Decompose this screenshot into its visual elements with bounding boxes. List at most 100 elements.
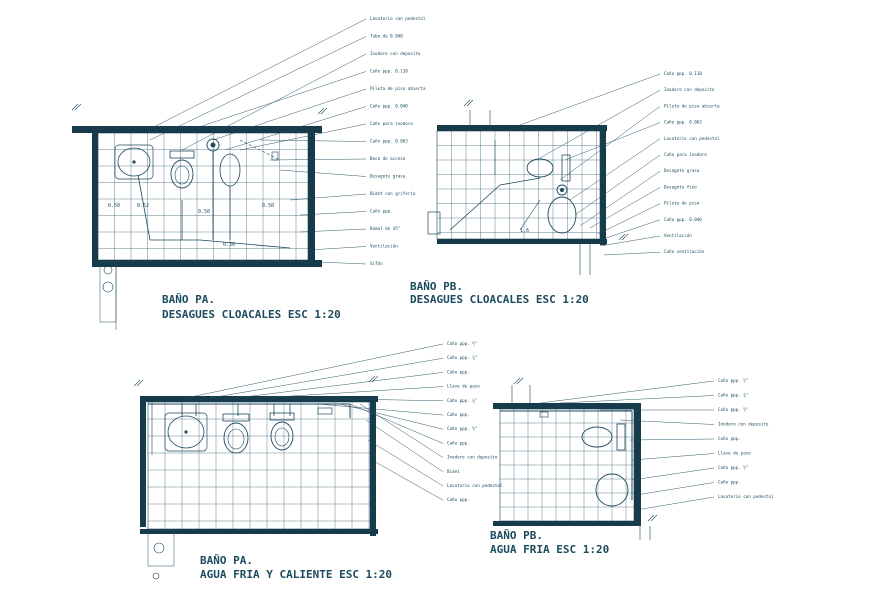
- toilet: [222, 413, 250, 454]
- break-line: [133, 379, 141, 387]
- annotation-notes: Lavatorio con pedestal Tubo de 0.040Inodo…: [147, 16, 774, 511]
- leader-line: [519, 73, 661, 126]
- toilet-tank: [561, 154, 571, 182]
- subtitle-pb-agua: AGUA FRIA ESC 1:20: [490, 543, 609, 556]
- wall-top: [72, 126, 322, 133]
- leader-line: [259, 386, 444, 399]
- title-pa-desagues: BAÑO PA.: [162, 293, 215, 306]
- note-text: Caño ppp.: [447, 412, 470, 417]
- note-text: Desagote fino: [664, 184, 697, 189]
- lavatory-drain: [132, 160, 136, 164]
- note-text: Caño ppp. ½": [718, 465, 748, 470]
- valve: [539, 411, 549, 418]
- note-text: Caño ppp. 0.063: [370, 139, 408, 144]
- break-top-left: [133, 379, 144, 387]
- toilet-tank: [222, 413, 250, 422]
- note-text: Lavatorio con pedestal: [664, 136, 720, 141]
- note-text: Llave de paso: [718, 451, 751, 456]
- wall-top: [493, 403, 641, 409]
- note-text: Pileta de piso: [664, 201, 700, 206]
- toilet-tank: [269, 412, 295, 421]
- leader-line: [619, 419, 715, 425]
- leader-line: [279, 169, 367, 177]
- bidet: [269, 412, 295, 451]
- note-text: Tubo de 0.040: [370, 34, 403, 39]
- toilet-bowl: [270, 421, 294, 451]
- note-text: Caño ppp. 0.040: [370, 104, 408, 109]
- pipe-1: [137, 174, 151, 241]
- leader-line: [539, 90, 661, 159]
- note-text: Bidet: [447, 469, 460, 474]
- shaft: [102, 281, 114, 293]
- leader-line: [149, 36, 367, 141]
- lavatory-basin: [595, 473, 629, 507]
- room-outline: [436, 130, 601, 240]
- floor-drain-center: [560, 188, 564, 192]
- toilet-tank: [616, 423, 626, 451]
- note-text: Caño ppp.: [370, 209, 393, 214]
- leader-line: [339, 403, 444, 430]
- floor-tiles: [500, 409, 634, 521]
- wall-right: [600, 125, 606, 245]
- floor-tiles: [148, 402, 370, 529]
- break-top-left: [71, 103, 82, 111]
- wall-bottom: [92, 260, 322, 267]
- plan-pb-desagues: [427, 99, 629, 275]
- wall-left: [140, 402, 146, 527]
- note-text: Boca de acceso: [370, 156, 406, 161]
- break-line: [71, 103, 79, 111]
- leader-line: [599, 235, 661, 247]
- note-text: Caño ppp. ¾": [447, 398, 477, 404]
- room-outline: [147, 401, 371, 530]
- leader-line: [235, 372, 444, 399]
- break-line: [516, 377, 524, 385]
- break-line: [320, 107, 328, 115]
- side-wall: [147, 529, 175, 567]
- lavatory-outline: [114, 144, 154, 180]
- leader-line: [299, 228, 367, 233]
- wall-right: [308, 126, 315, 266]
- note-text: Inodoro con deposito: [718, 422, 769, 427]
- break-line: [466, 99, 474, 107]
- leader-line: [589, 187, 661, 229]
- note-text: Bidet con grifería: [370, 191, 416, 196]
- lavatory: [164, 412, 208, 452]
- leader-line: [559, 395, 715, 404]
- leader-line: [635, 482, 715, 496]
- note-text: Caño ppp. ¾": [447, 355, 477, 361]
- note-text: Caño ppp.: [718, 480, 741, 485]
- leader-line: [317, 261, 367, 265]
- lavatory-basin: [117, 147, 151, 177]
- leader-line: [631, 467, 715, 481]
- note-text: Caño ppp. 0.040: [664, 217, 702, 222]
- pipe-6: [199, 239, 291, 249]
- leader-line: [569, 138, 661, 201]
- pipe-3: [519, 199, 541, 231]
- subtitle-pa-agua: AGUA FRIA Y CALIENTE ESC 1:20: [200, 568, 392, 581]
- floor-tiles: [98, 133, 308, 260]
- note-text: Caño ppp. ½": [718, 407, 748, 412]
- title-pb-agua: BAÑO PB.: [490, 529, 543, 542]
- dim-3: 0.50: [198, 209, 210, 215]
- note-text: Sifón: [370, 261, 383, 266]
- note-text: Desagote grasa: [370, 174, 406, 179]
- note-text: Pileta de piso abierta: [370, 86, 426, 91]
- leader-line: [579, 171, 661, 227]
- note-text: Caño ppp. 0.110: [370, 69, 408, 74]
- pipe-1: [499, 177, 541, 186]
- plan-pa-agua: [133, 375, 379, 580]
- leader-line: [365, 419, 444, 472]
- leader-line: [371, 459, 444, 501]
- floor-drain-center: [210, 142, 216, 148]
- wall-right: [370, 396, 376, 536]
- break-line: [463, 99, 471, 107]
- break-line: [650, 514, 658, 522]
- plan-pa-desagues: [71, 103, 328, 330]
- shaft: [152, 572, 160, 580]
- lavatory: [114, 144, 154, 180]
- leader-line: [564, 122, 661, 161]
- leader-line: [239, 123, 367, 151]
- leader-line: [289, 193, 367, 201]
- note-text: Caño ppp. 0.063: [664, 120, 702, 125]
